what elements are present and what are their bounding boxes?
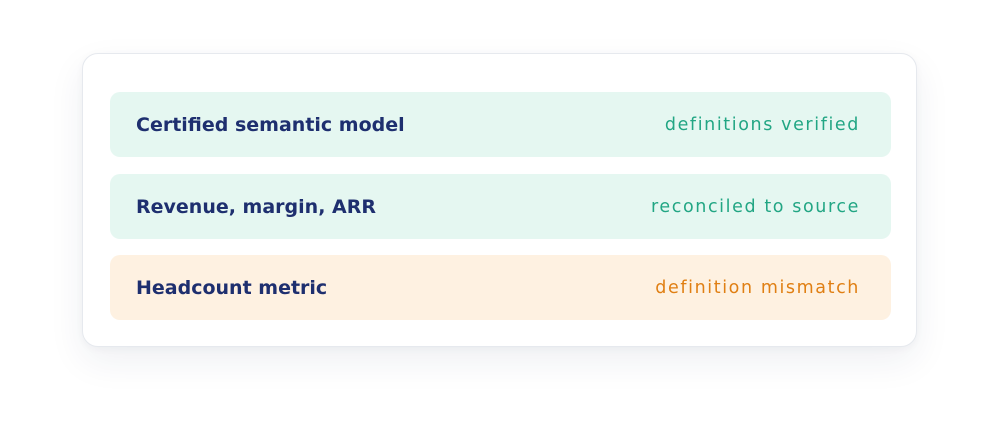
check-status: definitions verified [664,114,860,135]
check-status: reconciled to source [650,196,860,217]
check-status: definition mismatch [655,277,860,298]
check-row-semantic-model: Certified semantic model definitions ver… [110,92,891,157]
check-row-revenue-metrics: Revenue, margin, ARR reconciled to sourc… [110,174,891,239]
check-row-headcount-metric: Headcount metric definition mismatch [110,255,891,320]
check-label: Revenue, margin, ARR [136,195,376,218]
check-label: Headcount metric [136,276,328,299]
check-label: Certified semantic model [136,113,405,136]
validation-card: Certified semantic model definitions ver… [82,53,917,347]
